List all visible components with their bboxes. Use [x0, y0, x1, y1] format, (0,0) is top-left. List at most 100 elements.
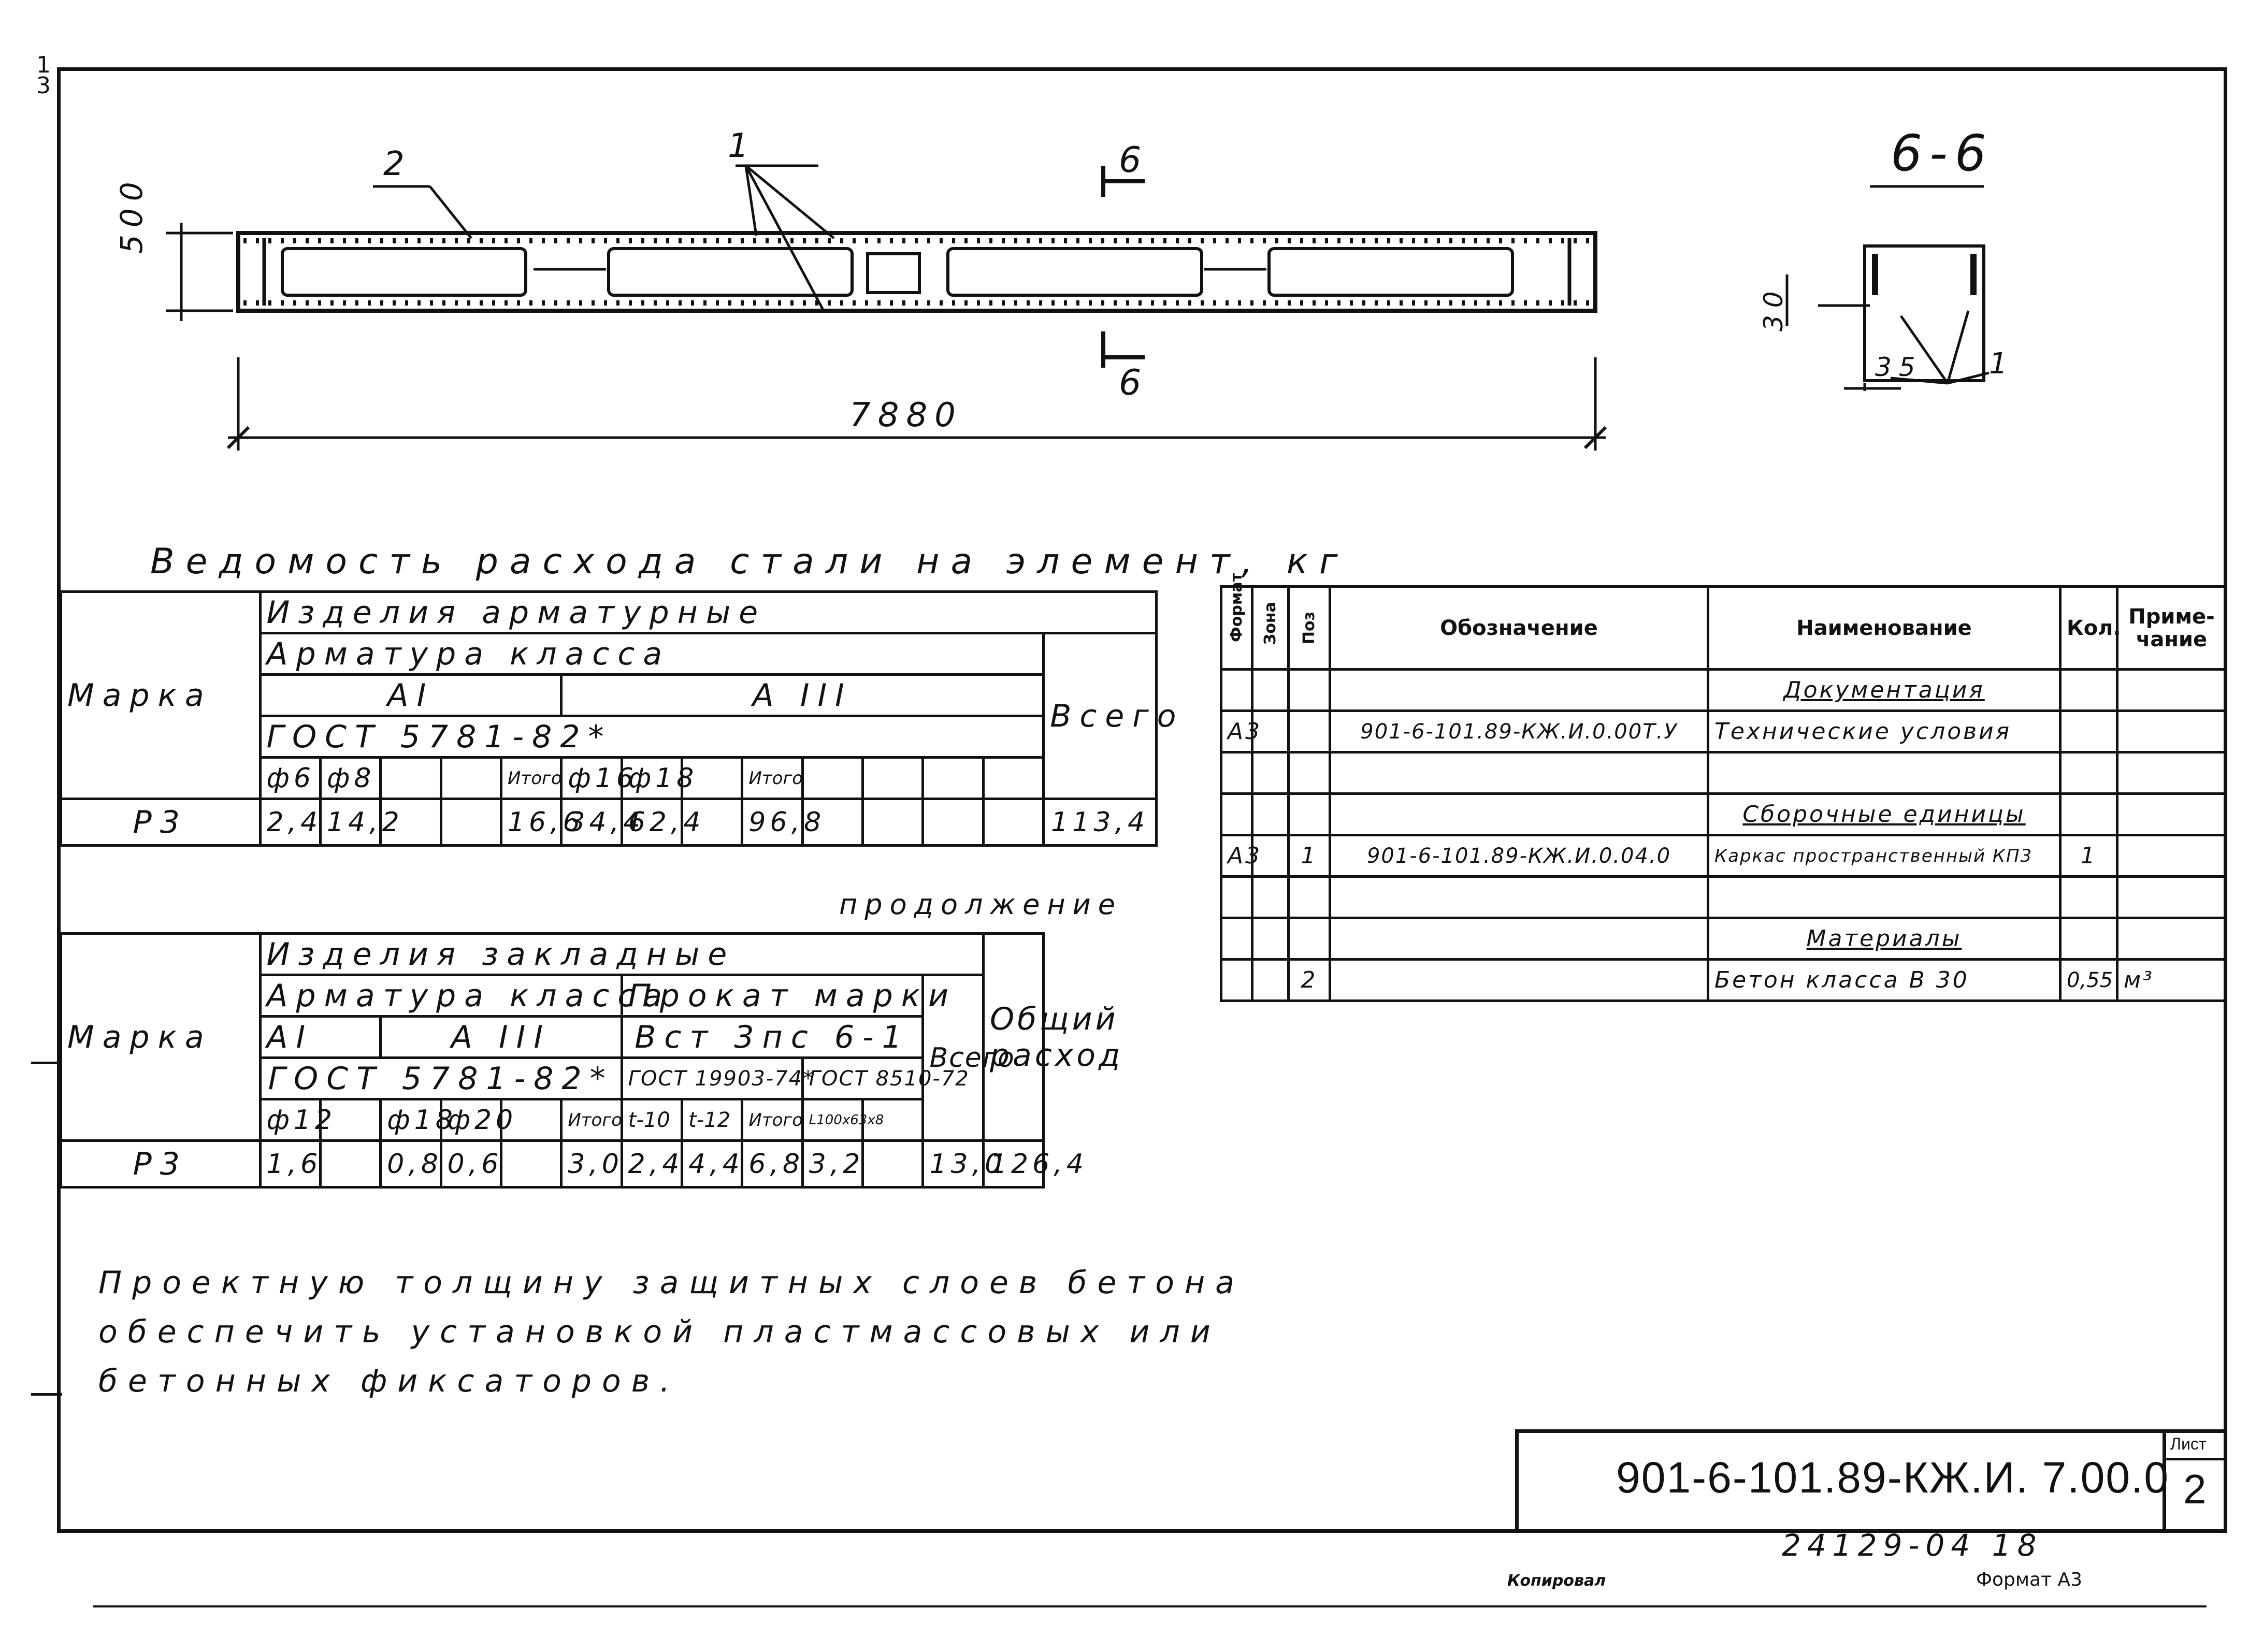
spec-cell — [2116, 917, 2227, 961]
table2-subhead: ф12 — [258, 1098, 332, 1142]
table2-gost-rebar: ГОСТ 5781-82* — [258, 1056, 623, 1100]
table2-cell: 3,0 — [560, 1139, 623, 1189]
table2-subhead — [499, 1098, 563, 1142]
spec-cell — [1251, 917, 1290, 961]
spec-cell — [1220, 751, 1253, 795]
table1-cell: 96,8 — [741, 798, 821, 847]
table2-cell — [499, 1139, 563, 1189]
spec-cell — [1707, 875, 2062, 919]
spec-cell — [1329, 792, 1709, 836]
table-row: A3 1 901-6-101.89-КЖ.И.0.04.0 Каркас про… — [1220, 834, 2227, 878]
table2-cell: 2,4 — [620, 1139, 684, 1189]
table2-cell — [319, 1139, 382, 1189]
spec-cell — [1220, 668, 1253, 712]
callout-2: 2 — [383, 145, 412, 183]
table1-gost: ГОСТ 5781-82* — [258, 715, 1045, 759]
table2-subhead: t-10 — [620, 1098, 684, 1142]
spec-cell — [2116, 875, 2227, 919]
table2-subhead: t-12 — [681, 1098, 744, 1142]
table1-subhead — [921, 756, 985, 800]
spec-header-name: Наименование — [1707, 585, 2062, 671]
beam-rebar-dots — [243, 238, 1590, 306]
spec-header-note: Приме-чание — [2116, 585, 2227, 671]
table1-subhead — [982, 756, 1045, 800]
dim-length: 7880 — [849, 396, 963, 434]
spec-cell — [1220, 917, 1253, 961]
inventory-number: 24129-04 18 — [1782, 1528, 2043, 1563]
table1-cell — [379, 798, 442, 847]
beam-opening — [1267, 247, 1514, 297]
spec-cell: Бетон класса В 30 — [1707, 958, 2062, 1002]
table1-cell: 16,6 — [499, 798, 580, 847]
continuation-label: продолжение — [839, 888, 1123, 921]
table1-subhead: ф6 — [258, 756, 322, 800]
table1-subhead: Итого — [741, 756, 804, 800]
table1-subhead — [861, 756, 925, 800]
spec-cell — [2059, 792, 2118, 836]
spec-cell — [1329, 958, 1709, 1002]
table2-subhead — [861, 1098, 925, 1142]
table-row: Материалы — [1220, 917, 2227, 961]
table2-cell: 3,2 — [801, 1139, 864, 1189]
spec-cell: 1 — [2059, 834, 2118, 878]
spec-header-qty: Кол. — [2059, 585, 2121, 671]
format-label: Формат А3 — [1976, 1569, 2083, 1590]
spec-cell — [2116, 709, 2227, 753]
section-mark-top: 6 — [1119, 140, 1149, 181]
table2-cell: 0,6 — [439, 1139, 502, 1189]
spec-cell — [2059, 668, 2118, 712]
table1-subhead: ф18 — [620, 756, 694, 800]
table2-class-a3: A III — [379, 1015, 623, 1059]
table2-steel-grade: Вст 3пс 6-1 — [620, 1015, 925, 1059]
section-title: 6-6 — [1891, 124, 1994, 182]
spec-cell — [1251, 875, 1290, 919]
spec-cell — [1329, 668, 1709, 712]
beam-opening — [607, 247, 854, 297]
table1-cell: 113,4 — [1042, 798, 1158, 847]
spec-cell — [2116, 792, 2227, 836]
spec-cell — [1220, 792, 1253, 836]
steel-sheet-title: Ведомость расхода стали на элемент, кг — [150, 541, 1349, 582]
spec-cell — [1251, 792, 1290, 836]
spec-cell: м³ — [2116, 958, 2227, 1002]
table2-subhead: Итого — [741, 1098, 804, 1142]
table2-cell — [861, 1139, 925, 1189]
table2-overall-header: Общий расход — [982, 932, 1120, 1142]
table2-subhead: ф18 — [379, 1098, 453, 1142]
section-callout-1: 1 — [1989, 347, 2015, 381]
table2-cell: P3 — [60, 1139, 262, 1189]
sheet-label: Лист — [2170, 1434, 2207, 1453]
beam-opening — [946, 247, 1203, 297]
spec-cell — [2059, 875, 2118, 919]
spec-cell — [1329, 875, 1709, 919]
copied-label: Копировал — [1507, 1572, 1606, 1590]
table1-cell — [801, 798, 864, 847]
spec-cell — [1287, 709, 1331, 753]
sheet-number: 2 — [2183, 1466, 2207, 1512]
spec-cell: 901-6-101.89-КЖ.И.0.04.0 — [1329, 834, 1709, 878]
spec-cell: 0,55 — [2059, 958, 2118, 1002]
table1-cell — [982, 798, 1045, 847]
table1-cell — [861, 798, 925, 847]
spec-cell: 2 — [1287, 958, 1331, 1002]
steel-table-rebar: Марка Изделия арматурные Арматура класса… — [60, 590, 1176, 847]
table1-subhead: Итого — [499, 756, 563, 800]
table-row: P3 1,6 0,8 0,6 3,0 2,4 4,4 6,8 3,2 13,0 … — [60, 1139, 1157, 1189]
spec-header-designation: Обозначение — [1329, 585, 1709, 671]
spec-cell — [1287, 792, 1331, 836]
spec-cell — [1329, 751, 1709, 795]
spec-cell: Каркас пространственный КП3 — [1707, 834, 2062, 878]
table1-rebar-class: Арматура класса — [258, 632, 1045, 676]
table2-subhead — [319, 1098, 382, 1142]
table2-marka-header: Марка — [60, 932, 262, 1142]
spec-cell: Технические условия — [1707, 709, 2062, 753]
table-row — [1220, 875, 2227, 919]
spec-cell — [1251, 709, 1290, 753]
footer-line — [93, 1605, 2207, 1607]
spec-cell — [1251, 958, 1290, 1002]
title-block — [1515, 1429, 2227, 1533]
table-row: 2 Бетон класса В 30 0,55 м³ — [1220, 958, 2227, 1002]
corner-mark-bottom: 3 — [36, 73, 51, 99]
spec-cell: A3 — [1220, 709, 1260, 753]
